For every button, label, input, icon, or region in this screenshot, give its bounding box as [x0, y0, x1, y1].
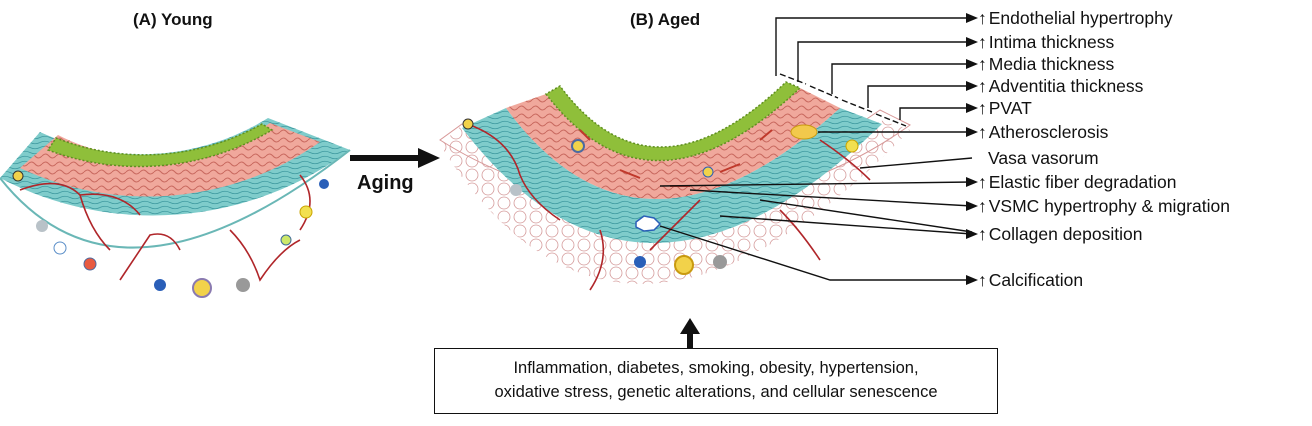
- young-panel-title: (A) Young: [133, 10, 213, 29]
- risk-factors-line-2: oxidative stress, genetic alterations, a…: [494, 383, 938, 401]
- layer-brackets: [779, 73, 907, 127]
- annotation-calcification: ↑Calcification: [978, 270, 1084, 290]
- annotation-endothelial-hypertrophy: ↑Endothelial hypertrophy: [978, 8, 1173, 28]
- leader-lines: [659, 17, 973, 281]
- atherosclerosis-plaque: [790, 124, 818, 140]
- annotation-pvat: ↑PVAT: [978, 98, 1032, 118]
- leader-arrowheads: [966, 13, 978, 285]
- young-vessel: [0, 118, 351, 298]
- annotation-elastic-fiber-degradation: ↑Elastic fiber degradation: [978, 172, 1177, 192]
- annotation-intima-thickness: ↑Intima thickness: [978, 32, 1115, 52]
- aged-panel-title: (B) Aged: [630, 10, 701, 29]
- young-vasa-vasorum: [19, 174, 311, 282]
- annotation-vasa-vasorum: Vasa vasorum: [988, 148, 1099, 168]
- aging-arrow: [350, 148, 440, 168]
- annotation-collagen-deposition: ↑Collagen deposition: [978, 224, 1143, 244]
- annotation-vsmc-hypertrophy: ↑VSMC hypertrophy & migration: [978, 196, 1230, 216]
- aged-intima-endothelium: [544, 81, 802, 162]
- aged-vasa-vasorum: [469, 124, 871, 291]
- annotation-media-thickness: ↑Media thickness: [978, 54, 1115, 74]
- risk-factors-line-1: Inflammation, diabetes, smoking, obesity…: [513, 359, 919, 377]
- aging-label: Aging: [357, 172, 414, 194]
- risk-factors-arrow: [680, 318, 700, 348]
- calcification-deposit: [635, 215, 662, 232]
- young-intima-endothelium: [46, 123, 274, 168]
- aged-vessel: [439, 81, 911, 291]
- annotation-adventitia-thickness: ↑Adventitia thickness: [978, 76, 1144, 96]
- risk-factors-box: Inflammation, diabetes, smoking, obesity…: [434, 348, 998, 414]
- annotation-atherosclerosis: ↑Atherosclerosis: [978, 122, 1109, 142]
